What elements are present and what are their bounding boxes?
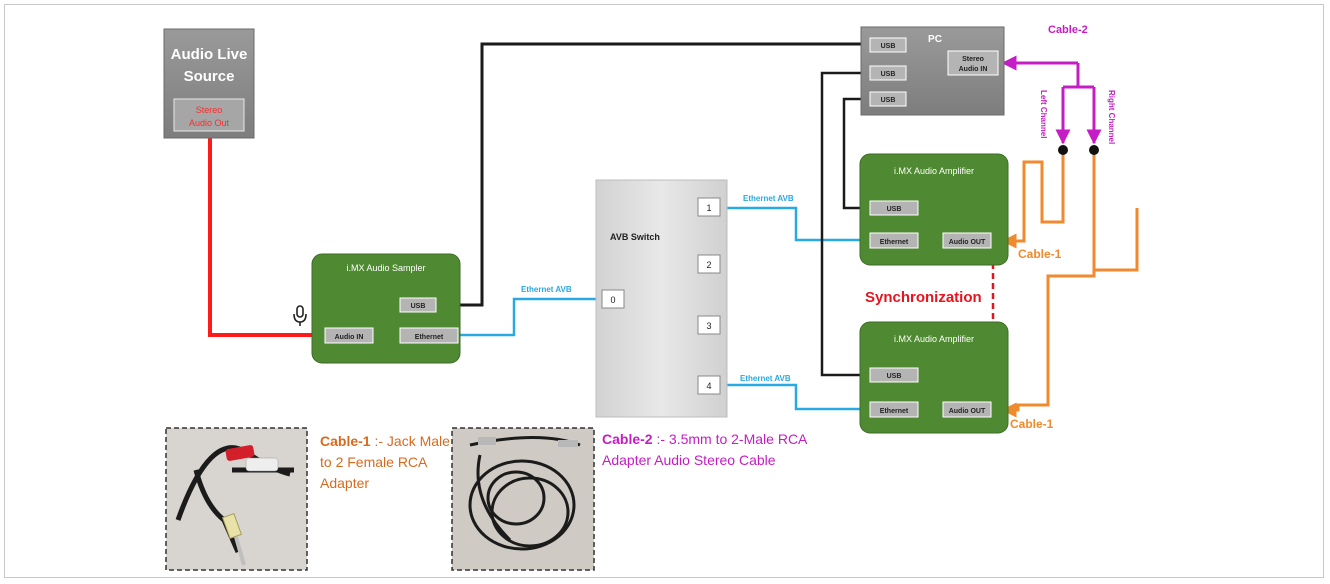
usb-line-sampler-pc (458, 42, 870, 307)
pc-usb-label-3: USB (881, 97, 896, 104)
usb-line-pc-amp2 (820, 71, 870, 377)
imx-audio-amplifier-1: i.MX Audio Amplifier USB Ethernet Audio … (859, 153, 1009, 266)
sampler-usb-label: USB (411, 303, 426, 310)
cable2-caption-text: :- 3.5mm to 2-Male RCA Adapter Audio Ste… (602, 431, 807, 468)
cable2-photo (451, 427, 595, 571)
avb-switch: AVB Switch 1 2 0 3 4 (595, 179, 728, 418)
switch-port-4-label: 4 (706, 381, 711, 391)
amp2-audio-out-label: Audio OUT (949, 408, 986, 415)
cable1-caption-text: :- Jack Male to 2 Female RCA Adapter (320, 433, 450, 491)
switch-port-4[interactable] (697, 375, 721, 395)
ethernet-avb-label-sampler: Ethernet AVB (521, 285, 572, 294)
switch-port-1[interactable] (697, 197, 721, 217)
ethernet-avb-label-amp1: Ethernet AVB (743, 194, 794, 203)
amp2-title: i.MX Audio Amplifier (894, 334, 974, 344)
pc-usb-port-3[interactable] (869, 91, 907, 107)
amp2-usb-port[interactable] (869, 367, 919, 383)
cable1-label-bottom: Cable-1 (1010, 417, 1054, 431)
cable1-caption: Cable-1 :- Jack Male to 2 Female RCA Ada… (320, 431, 460, 494)
pc-usb-label-2: USB (881, 71, 896, 78)
diagram-frame (4, 4, 1324, 578)
ethernet-avb-label-amp2: Ethernet AVB (740, 374, 791, 383)
cable2-label: Cable-2 (1048, 24, 1088, 36)
right-channel-label: Right Channel (1107, 90, 1116, 144)
pc: PC USB USB USB Stereo Audio IN (860, 26, 1005, 116)
cable1-line-right (1094, 208, 1139, 272)
avb-switch-title: AVB Switch (610, 232, 660, 242)
cable1-line-amp2 (1001, 148, 1096, 418)
amp1-audio-out-port[interactable] (942, 232, 992, 249)
usb-line-pc-amp1 (842, 97, 870, 210)
ethernet-line-sampler (458, 297, 600, 337)
sampler-usb-port[interactable] (399, 297, 437, 313)
sampler-audio-in-label: Audio IN (335, 334, 364, 341)
cable1-photo (165, 427, 308, 571)
stereo-audio-out-label-2: Audio Out (189, 118, 230, 128)
switch-port-3[interactable] (697, 315, 721, 335)
sampler-ethernet-port[interactable] (399, 327, 459, 344)
pc-title: PC (928, 34, 942, 45)
amp1-audio-out-label: Audio OUT (949, 239, 986, 246)
pc-stereo-label-2: Audio IN (959, 66, 988, 73)
pc-stereo-audio-in-port[interactable] (947, 50, 999, 76)
ethernet-line-amp2 (722, 383, 870, 411)
left-channel-dot (1058, 145, 1068, 155)
amp1-ethernet-port[interactable] (869, 232, 919, 249)
left-channel-label: Left Channel (1039, 90, 1048, 138)
sampler-ethernet-label: Ethernet (415, 334, 444, 341)
switch-port-1-label: 1 (706, 203, 711, 213)
audio-live-source: Audio Live Source Stereo Audio Out (163, 28, 255, 139)
audio-source-title-1: Audio Live (171, 46, 248, 63)
switch-port-0[interactable] (601, 289, 625, 309)
amp2-usb-label: USB (887, 373, 902, 380)
pc-usb-label-1: USB (881, 43, 896, 50)
switch-port-2[interactable] (697, 254, 721, 274)
stereo-audio-out-port[interactable] (173, 98, 245, 132)
imx-audio-amplifier-2: i.MX Audio Amplifier USB Ethernet Audio … (859, 321, 1009, 434)
amp1-title: i.MX Audio Amplifier (894, 166, 974, 176)
right-channel-dot (1089, 145, 1099, 155)
ethernet-line-amp1 (722, 206, 870, 242)
pc-usb-port-2[interactable] (869, 65, 907, 81)
stereo-audio-out-label-1: Stereo (196, 105, 223, 115)
pc-stereo-label-1: Stereo (962, 56, 984, 63)
audio-source-title-2: Source (184, 68, 235, 85)
amp1-usb-label: USB (887, 206, 902, 213)
cable1-caption-name: Cable-1 (320, 433, 371, 449)
sampler-title: i.MX Audio Sampler (346, 263, 425, 273)
audio-line (208, 138, 325, 337)
microphone-icon (293, 305, 307, 326)
switch-port-3-label: 3 (706, 321, 711, 331)
switch-port-2-label: 2 (706, 260, 711, 270)
synchronization-label: Synchronization (865, 289, 982, 306)
amp1-ethernet-label: Ethernet (880, 239, 909, 246)
imx-audio-sampler: i.MX Audio Sampler USB Audio IN Ethernet (311, 253, 461, 364)
switch-port-0-label: 0 (610, 295, 615, 305)
cable1-label-top: Cable-1 (1018, 247, 1062, 261)
amp2-audio-out-port[interactable] (942, 401, 992, 418)
amp1-usb-port[interactable] (869, 200, 919, 216)
cable2-caption-name: Cable-2 (602, 431, 653, 447)
amp2-ethernet-label: Ethernet (880, 408, 909, 415)
sampler-audio-in-port[interactable] (324, 327, 374, 344)
amp2-ethernet-port[interactable] (869, 401, 919, 418)
cable2-caption: Cable-2 :- 3.5mm to 2-Male RCA Adapter A… (602, 429, 822, 471)
pc-usb-port-1[interactable] (869, 37, 907, 53)
cable1-line-amp1 (1001, 148, 1065, 249)
